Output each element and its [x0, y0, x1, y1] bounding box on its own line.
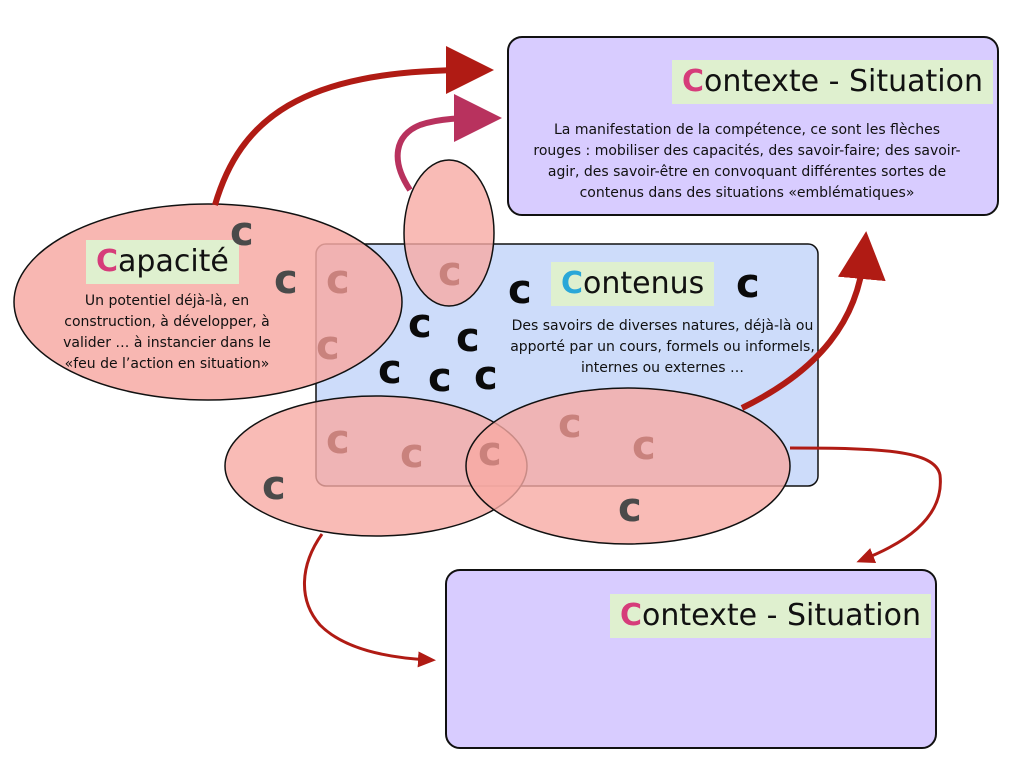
- c-letter: c: [316, 323, 340, 369]
- capacite-description: Un potentiel déjà-là, en construction, à…: [63, 293, 271, 372]
- contexte-bottom-title-text: ontexte - Situation: [642, 598, 921, 633]
- c-letter: c: [736, 261, 760, 307]
- c-letter: c: [378, 347, 402, 393]
- arrow-left-ellipse-to-bottom: [303, 533, 436, 668]
- contenus-initial: C: [561, 266, 584, 301]
- arrow-contenus-to-contexte: [740, 231, 886, 411]
- contexte-top-title: Contexte - Situation: [672, 60, 993, 104]
- c-letter: c: [262, 463, 286, 509]
- c-letter: c: [230, 209, 254, 255]
- c-letter: c: [274, 257, 298, 303]
- c-letter: c: [632, 423, 656, 469]
- contenus-description: Des savoirs de diverses natures, déjà-là…: [510, 318, 815, 376]
- bottom-right-ellipse: [465, 387, 791, 545]
- arrow-right-ellipse-to-bottom: [789, 446, 942, 564]
- capacite-title-text: apacité: [118, 244, 229, 279]
- contenus-title: Contenus: [551, 262, 715, 306]
- c-letter: c: [326, 257, 350, 303]
- capacite-initial: C: [96, 244, 119, 279]
- c-letter: c: [474, 353, 498, 399]
- small-top-ellipse: [403, 159, 495, 307]
- contexte-top-title-text: ontexte - Situation: [704, 64, 983, 99]
- c-letter: c: [456, 315, 480, 361]
- c-letter: c: [478, 429, 502, 475]
- c-letter: c: [508, 267, 532, 313]
- c-letter: c: [618, 485, 642, 531]
- c-letter: c: [400, 431, 424, 477]
- c-letter: c: [326, 417, 350, 463]
- arrow-capacite-to-contexte: [212, 46, 494, 206]
- capacite-title: Capacité: [86, 240, 239, 284]
- c-letter: c: [558, 401, 582, 447]
- arrow-small-ellipse-to-contexte: [394, 94, 502, 192]
- c-letter: c: [428, 355, 452, 401]
- c-letter: c: [408, 301, 432, 347]
- contexte-bottom-initial: C: [620, 598, 643, 633]
- contenus-title-text: ontenus: [583, 266, 705, 301]
- contexte-top-initial: C: [682, 64, 705, 99]
- c-letter: c: [438, 249, 462, 295]
- contexte-bottom-title: Contexte - Situation: [610, 594, 931, 638]
- contexte-top-description: La manifestation de la compétence, ce so…: [533, 122, 961, 201]
